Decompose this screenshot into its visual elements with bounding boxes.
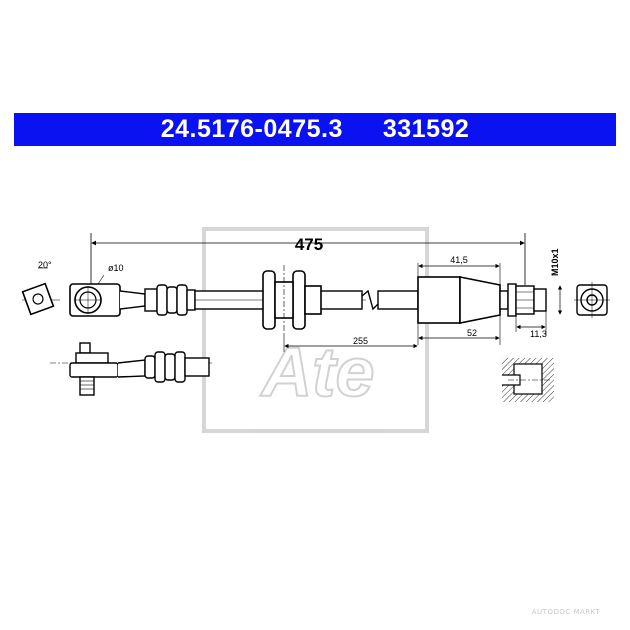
bracket-grommet [262, 265, 322, 335]
sleeve-dimension: 52 [418, 315, 501, 345]
nut-length-label: 11,3 [530, 329, 547, 339]
left-ferrule [144, 284, 196, 316]
end-view [574, 282, 610, 318]
banjo-side-view [50, 342, 212, 396]
section-detail [502, 358, 554, 402]
ate-logo: Ate [202, 227, 429, 433]
banjo-eye: ø10 [69, 263, 146, 317]
angle-detail: 20° [21, 260, 60, 316]
sleeve-length-label: 52 [467, 328, 477, 338]
tube-nut [507, 283, 547, 335]
fitting-length-label: 41,5 [450, 255, 468, 265]
angle-label: 20° [38, 260, 52, 270]
right-sleeve: 41,5 [417, 255, 509, 345]
total-length-label: 475 [295, 235, 323, 254]
nut-dimension: 11,3 [515, 316, 547, 339]
watermark: AUTODOC MARKT [531, 608, 600, 616]
thread-label: M10x1 [550, 248, 560, 276]
part-number: 24.5176-0475.3 [160, 115, 343, 143]
reference-number: 331592 [382, 115, 470, 143]
eye-diameter-label: ø10 [108, 263, 124, 273]
distance-label: 255 [353, 336, 368, 346]
thread-dimension: M10x1 [550, 248, 563, 315]
total-length-dimension: 475 [90, 233, 526, 285]
part-number-banner: 24.5176-0475.3 331592 [14, 113, 616, 146]
distance-dimension: 255 [283, 335, 418, 352]
